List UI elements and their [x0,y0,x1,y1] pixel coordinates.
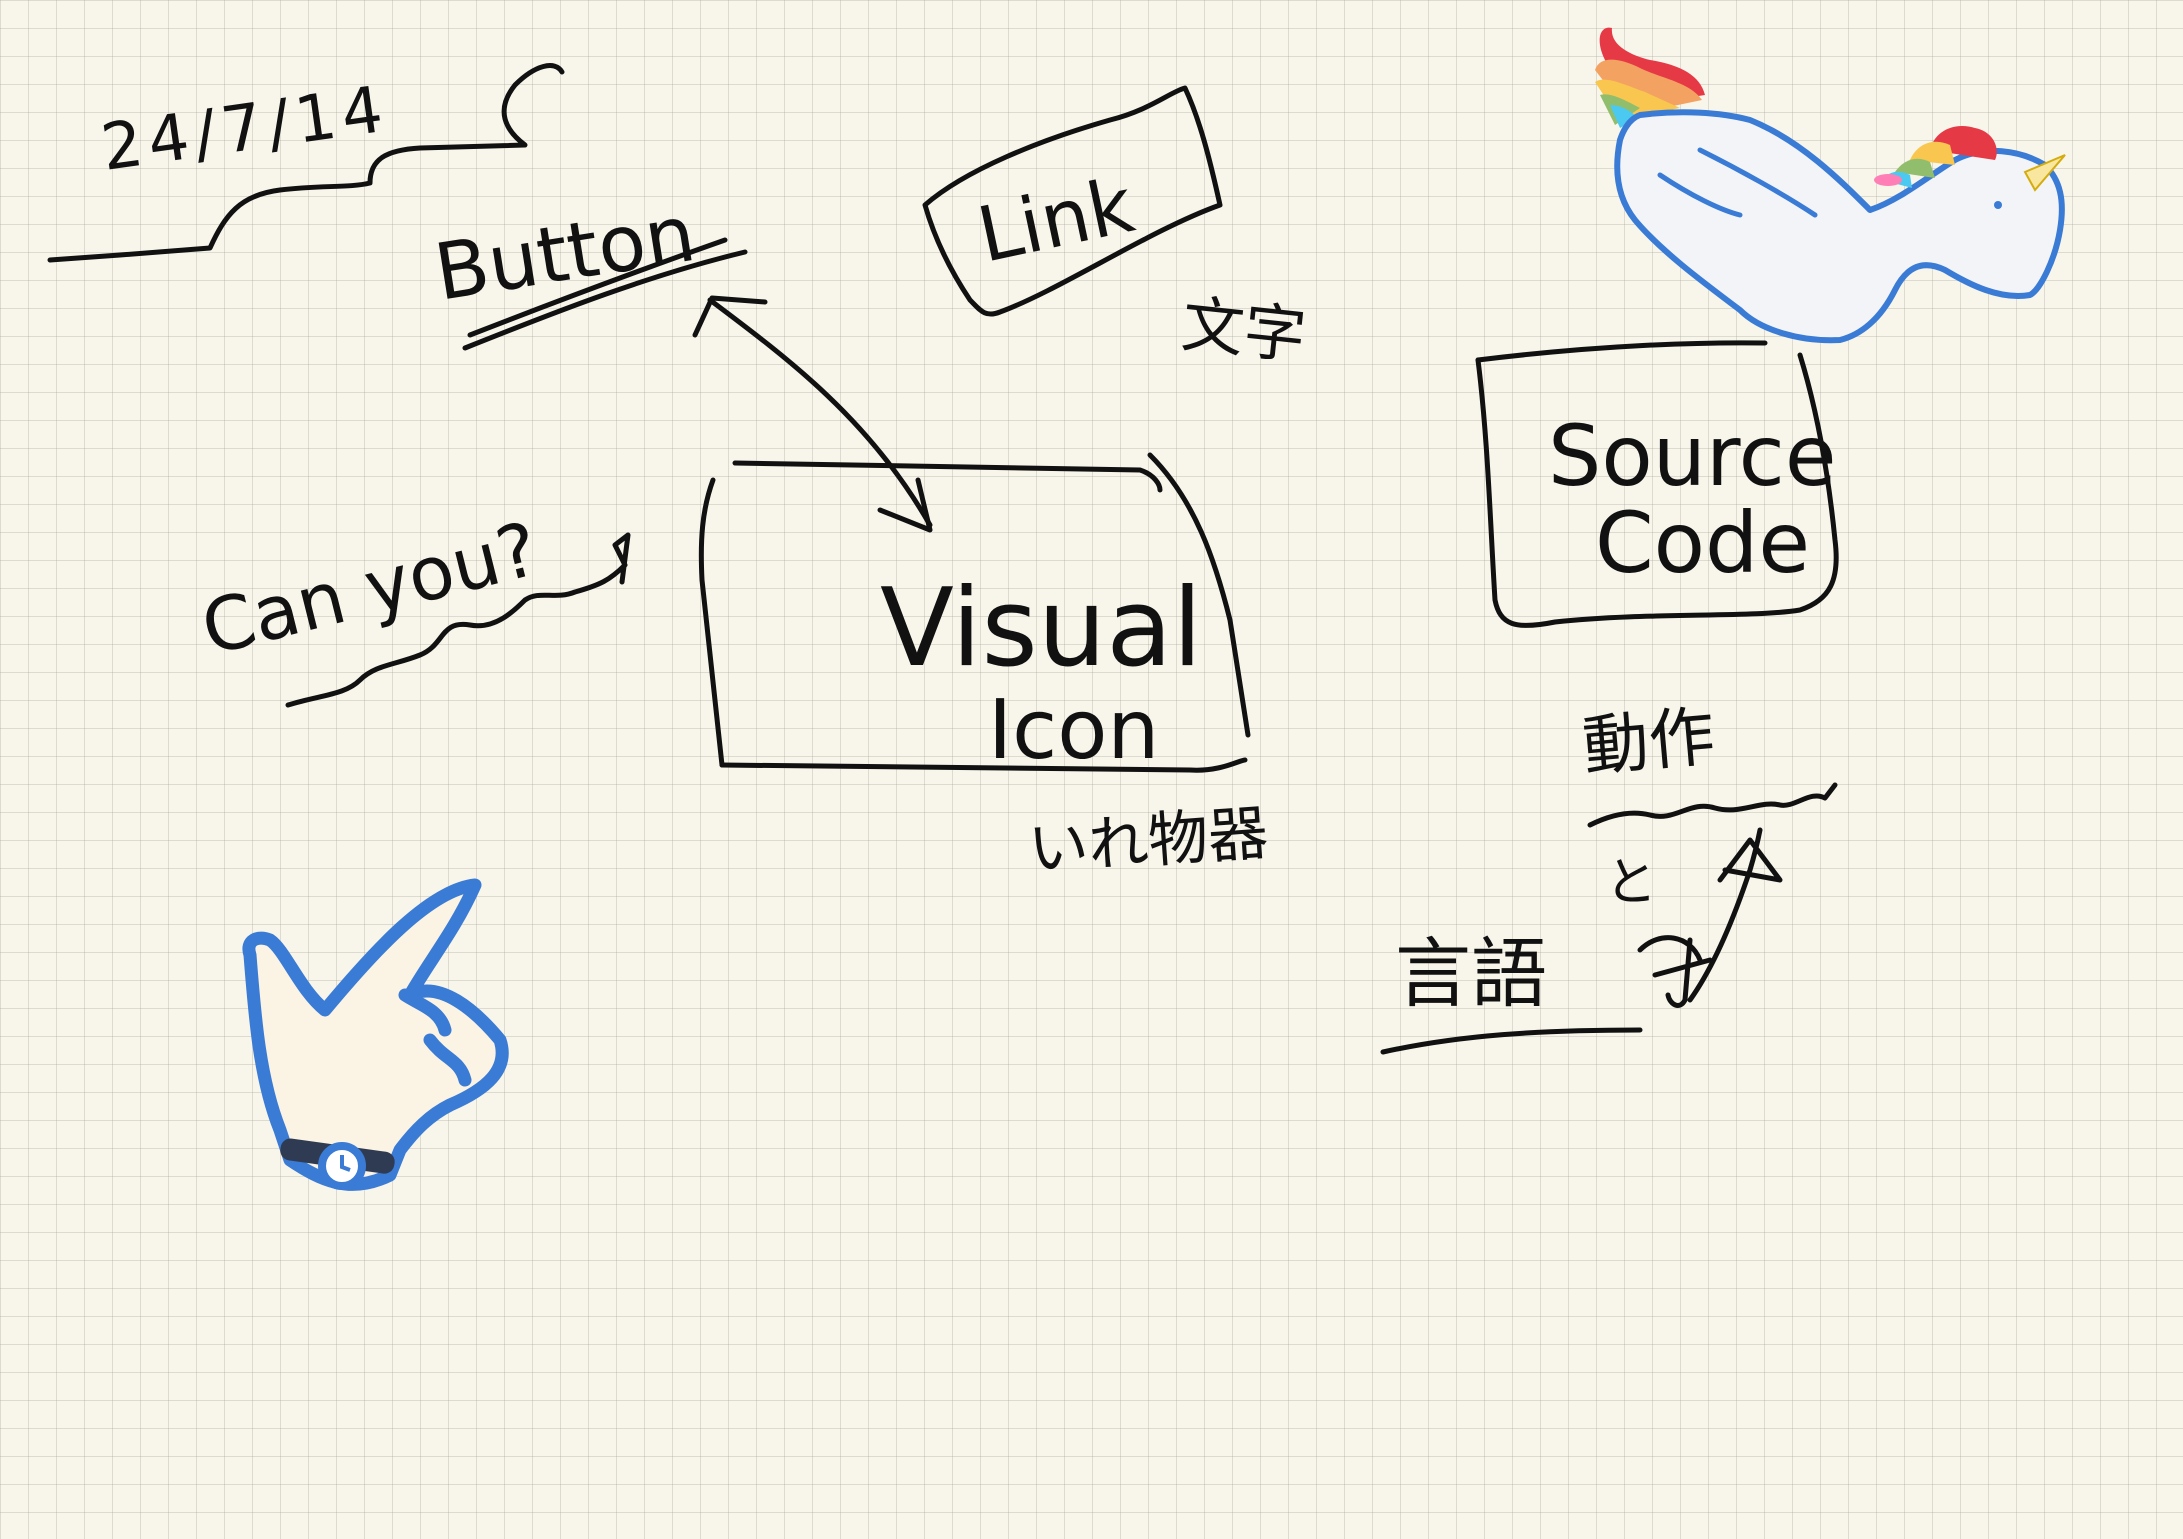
question-text: Can you? [194,506,547,672]
source-code-line2: Code [1595,494,1810,592]
action-group: 動作 と 言語 [1380,698,1838,1055]
visual-icon-line1: Visual [880,566,1202,691]
button-underline-1 [467,237,728,338]
link-box-group: Link 文字 [922,85,1309,373]
language-underline [1380,1027,1643,1055]
visual-icon-box-group: Visual Icon いれ物器 [698,452,1270,885]
link-label: Link [970,160,1141,279]
unicorn-icon [1595,27,2066,344]
action-underline [1587,782,1838,828]
button-underline-2 [462,249,748,351]
visual-icon-line2: Icon [988,683,1159,778]
question-underline [285,532,631,708]
link-box [922,85,1223,317]
language-cross [1637,935,1713,1008]
double-arrow [692,295,933,533]
pointing-hand-icon [242,878,509,1191]
date-text: 24/7/14 [97,72,393,185]
link-annotation: 文字 [1178,287,1309,373]
date-underline [47,63,565,263]
language-label: 言語 [1395,929,1547,1018]
action-label: 動作 [1580,698,1718,786]
source-code-box [1475,340,1768,363]
source-code-line1: Source [1548,407,1837,505]
visual-icon-box [732,460,1163,493]
question-group: Can you? [194,506,631,708]
visual-icon-annotation: いれ物器 [1026,798,1270,885]
connector-label: と [1605,853,1657,913]
source-code-box-group: Source Code [1475,340,1839,628]
action-arrow [1687,827,1783,1003]
